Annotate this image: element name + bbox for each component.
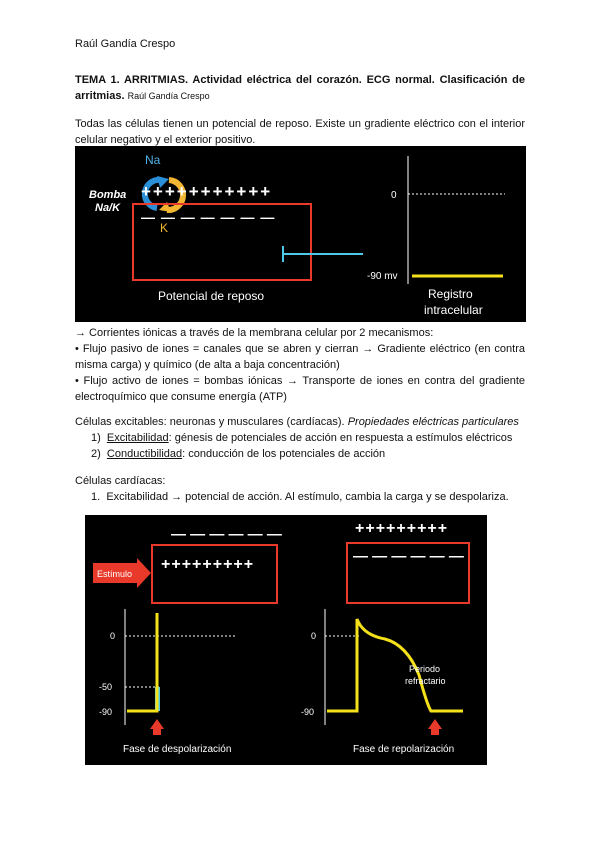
label-minus90: -90 mv <box>367 271 398 282</box>
stimulus-arrow-icon <box>93 558 151 588</box>
title-text: TEMA 1. ARRITMIAS. Actividad eléctrica d… <box>75 74 525 102</box>
item-number: 1) <box>91 432 101 444</box>
document-title: TEMA 1. ARRITMIAS. Actividad eléctrica d… <box>75 72 525 104</box>
bomba-nak-label: Na/K <box>95 202 121 214</box>
label-zero: 0 <box>391 190 397 201</box>
excitable-item-1: 1) Excitabilidad: génesis de potenciales… <box>75 430 530 446</box>
left-label-minus50: -50 <box>99 682 112 692</box>
caption-depolarization: Fase de despolarización <box>123 744 231 755</box>
refractory-label-1: Periodo <box>409 664 440 674</box>
cardiac-cells-paragraph: Células cardíacas: 1. Excitabilidad → po… <box>75 473 530 505</box>
cardiac-item-1-text: Excitabilidad → potencial de acción. Al … <box>106 491 509 503</box>
cell-box-right <box>346 542 470 604</box>
left-label-zero: 0 <box>110 631 115 641</box>
currents-line-2: • Flujo pasivo de iones = canales que se… <box>75 343 525 371</box>
caption-resting-potential: Potencial de reposo <box>158 289 264 303</box>
excitable-cells-paragraph: Células excitables: neuronas y musculare… <box>75 414 530 462</box>
figure-action-potential: — — — — — — +++++++++ Estímulo +++++++++… <box>85 515 487 765</box>
figure-resting-potential: Na Bomba Na/K +++++++++++ — — — — — — — … <box>75 146 526 322</box>
term-excitabilidad: Excitabilidad <box>106 432 169 444</box>
item-number: 1. <box>91 491 101 503</box>
term-conductibilidad: Conductibilidad <box>106 448 183 460</box>
k-label: K <box>160 221 168 235</box>
cell-membrane-box <box>132 203 312 281</box>
cardiac-item-1: 1. Excitabilidad → potencial de acción. … <box>75 489 530 505</box>
plus-charges-inside-left: +++++++++ <box>161 556 254 573</box>
na-label: Na <box>145 153 161 167</box>
item-1-rest: : génesis de potenciales de acción en re… <box>168 432 513 444</box>
plus-charges: +++++++++++ <box>141 182 272 201</box>
currents-paragraph: → Corrientes iónicas a través de la memb… <box>75 325 525 405</box>
page-header-author: Raúl Gandía Crespo <box>75 38 176 50</box>
minus-charges: — — — — — — — <box>141 209 275 225</box>
left-label-minus90: -90 <box>99 707 112 717</box>
pump-arrows-icon <box>141 176 187 214</box>
caption-repolarization: Fase de repolarización <box>353 744 454 755</box>
depolarization-trace <box>127 613 159 713</box>
repolarization-trace <box>327 618 463 713</box>
refractory-label-2: refractario <box>405 676 446 686</box>
excitable-italic: Propiedades eléctricas particulares <box>347 416 519 428</box>
excitable-line: Células excitables: neuronas y musculare… <box>75 416 345 428</box>
plus-charges-outside-right: +++++++++ <box>355 520 448 537</box>
intro-paragraph: Todas las células tienen un potencial de… <box>75 118 525 146</box>
title-author: Raúl Gandía Crespo <box>127 91 210 101</box>
item-2-rest: : conducción de los potenciales de acció… <box>182 448 386 460</box>
right-label-zero: 0 <box>311 631 316 641</box>
right-label-minus90: -90 <box>301 707 314 717</box>
cardiac-heading: Células cardíacas: <box>75 475 166 487</box>
minus-charges-outside-left: — — — — — — <box>171 526 282 543</box>
minus-charges-inside-right: — — — — — — <box>353 548 464 565</box>
currents-line-3: • Flujo activo de iones = bombas iónicas… <box>75 375 525 403</box>
caption-registro: Registro <box>428 287 473 301</box>
stimulus-label: Estímulo <box>97 569 132 579</box>
stimulus-marker-right-icon <box>428 719 442 735</box>
cell-box-left <box>151 544 278 604</box>
currents-line-1: → Corrientes iónicas a través de la memb… <box>75 327 434 339</box>
stimulus-marker-left-icon <box>150 719 164 735</box>
caption-intracelular: intracelular <box>424 303 483 317</box>
item-number: 2) <box>91 448 101 460</box>
bomba-label: Bomba <box>89 189 126 201</box>
excitable-item-2: 2) Conductibilidad: conducción de los po… <box>75 446 530 462</box>
